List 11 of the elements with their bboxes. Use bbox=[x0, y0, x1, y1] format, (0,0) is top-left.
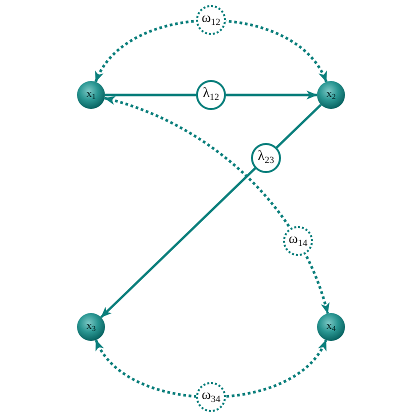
sphere-node: x$_{3}$ bbox=[77, 313, 105, 341]
sphere-node: x$_{2}$ bbox=[317, 81, 345, 109]
edge-label: λ$_{12}$ bbox=[196, 80, 226, 110]
dotted-double-headed-arrow bbox=[94, 339, 328, 398]
edge-label: ω$_{34}$ bbox=[196, 382, 226, 412]
edge-label: λ$_{23}$ bbox=[250, 142, 281, 173]
edge-label: ω$_{14}$ bbox=[283, 226, 314, 256]
sphere-node: x$_{1}$ bbox=[77, 81, 105, 109]
edge-label: ω$_{12}$ bbox=[196, 5, 226, 36]
sphere-node: x$_{4}$ bbox=[317, 313, 345, 341]
dotted-double-headed-arrow bbox=[94, 19, 328, 82]
